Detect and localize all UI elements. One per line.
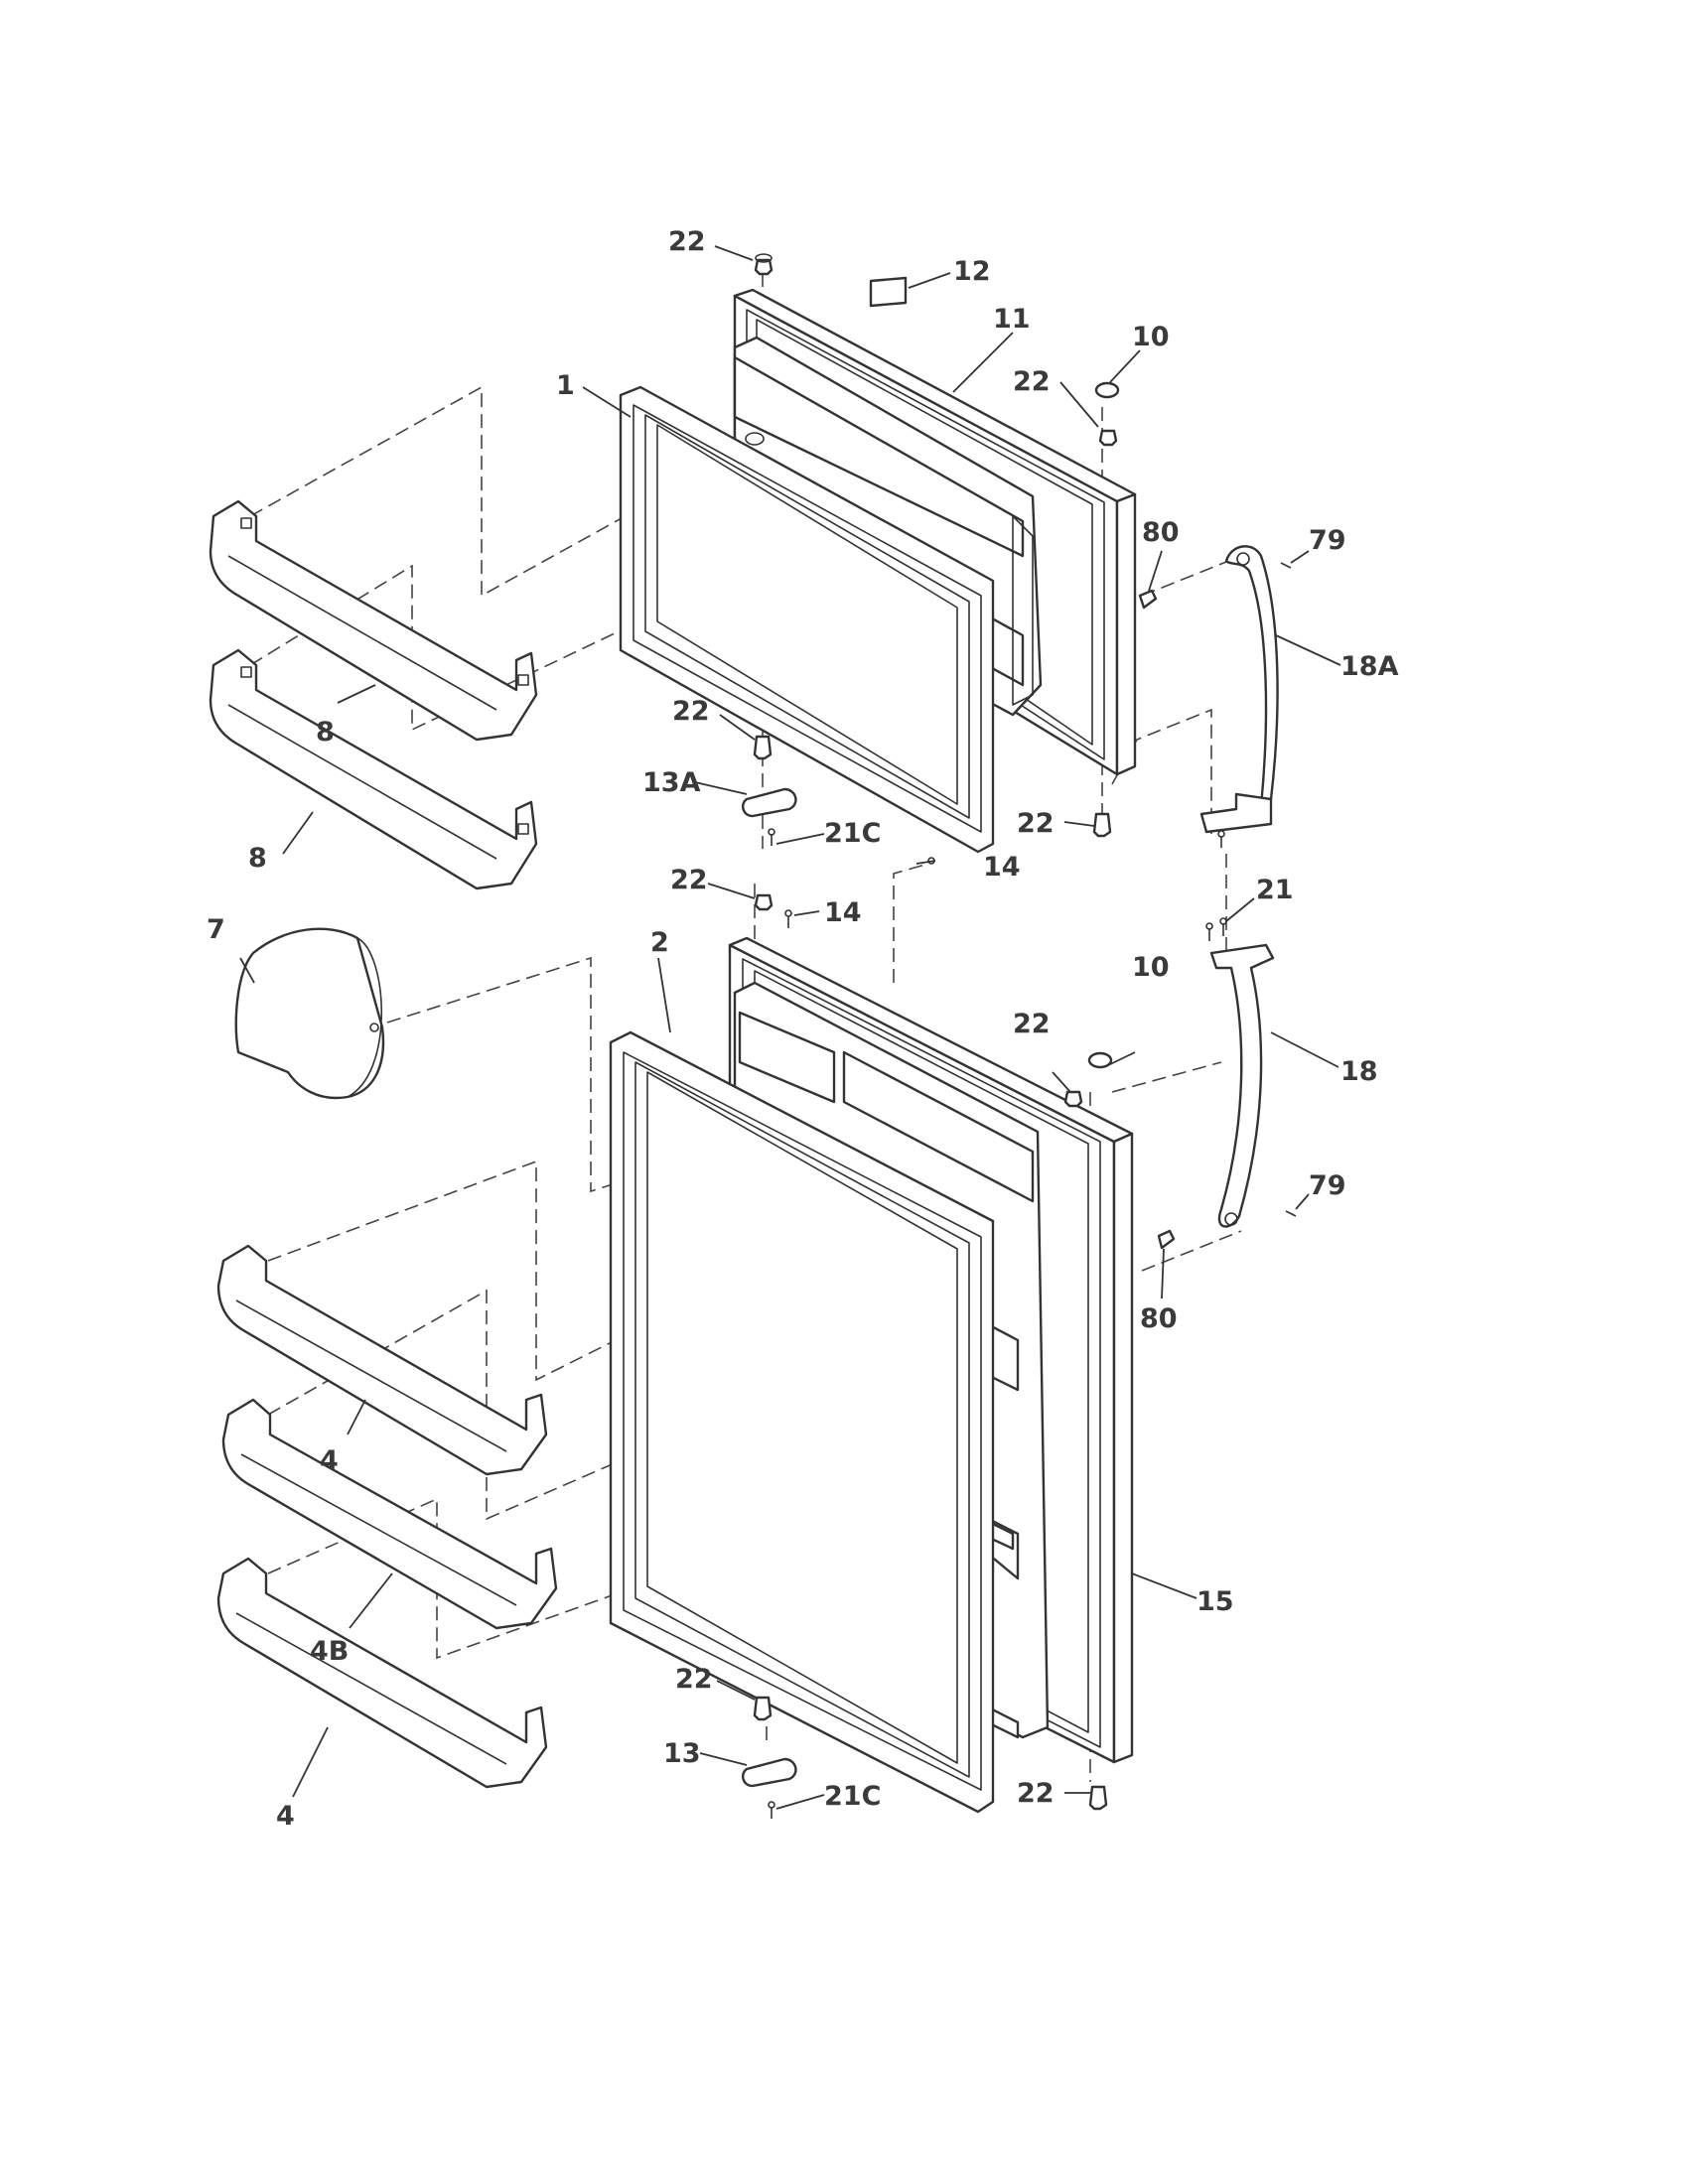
fresh-food-door-shelf-middle — [221, 1398, 558, 1630]
callout-leader-lines — [239, 245, 1341, 1810]
callout-22: 22 — [675, 1664, 713, 1695]
callout-79: 79 — [1309, 1170, 1346, 1201]
callout-79: 79 — [1309, 525, 1346, 556]
callout-80: 80 — [1142, 517, 1180, 548]
fresh-food-door-shelf-top — [216, 1244, 548, 1476]
callout-22: 22 — [670, 865, 708, 895]
callout-1: 1 — [556, 370, 575, 401]
callout-13: 13 — [663, 1738, 701, 1769]
callout-10: 10 — [1132, 952, 1170, 983]
callout-4: 4 — [320, 1445, 339, 1476]
callout-12: 12 — [953, 256, 991, 287]
callout-22: 22 — [1013, 1009, 1051, 1039]
callout-21: 21 — [1256, 875, 1294, 905]
callout-22: 22 — [668, 226, 706, 257]
callout-15: 15 — [1196, 1586, 1234, 1617]
callout-8: 8 — [248, 843, 267, 874]
callout-21C: 21C — [824, 1781, 881, 1812]
callout-13A: 13A — [642, 767, 701, 798]
callout-4: 4 — [276, 1801, 295, 1832]
freezer-door-handle — [1199, 545, 1279, 834]
callout-18A: 18A — [1340, 651, 1399, 682]
callout-7: 7 — [207, 914, 225, 945]
callout-22: 22 — [1013, 366, 1051, 397]
callout-11: 11 — [993, 304, 1031, 335]
callout-10: 10 — [1132, 322, 1170, 352]
fresh-food-door-handle — [1209, 943, 1275, 1228]
callout-2: 2 — [650, 927, 669, 958]
fresh-food-door-shelf-bottom — [216, 1557, 548, 1789]
callout-22: 22 — [1017, 1778, 1055, 1809]
callout-21C: 21C — [824, 818, 881, 849]
dairy-door-bin — [234, 927, 385, 1100]
callout-labels: 22 12 11 10 22 1 80 79 18A 8 22 13A 8 21… — [207, 226, 1399, 1832]
freezer-door-shelf-upper — [209, 499, 538, 742]
callout-80: 80 — [1140, 1303, 1178, 1334]
callout-14: 14 — [824, 897, 862, 928]
hardware-parts — [741, 253, 1297, 1819]
freezer-door-gasket — [619, 385, 995, 854]
callout-22: 22 — [672, 696, 710, 727]
fresh-food-door-gasket — [609, 1030, 995, 1814]
callout-4B: 4B — [310, 1636, 349, 1667]
callout-18: 18 — [1340, 1056, 1378, 1087]
freezer-door-shelf-lower — [209, 648, 538, 890]
callout-14: 14 — [983, 852, 1021, 883]
callout-22: 22 — [1017, 808, 1055, 839]
callout-8: 8 — [316, 717, 335, 748]
